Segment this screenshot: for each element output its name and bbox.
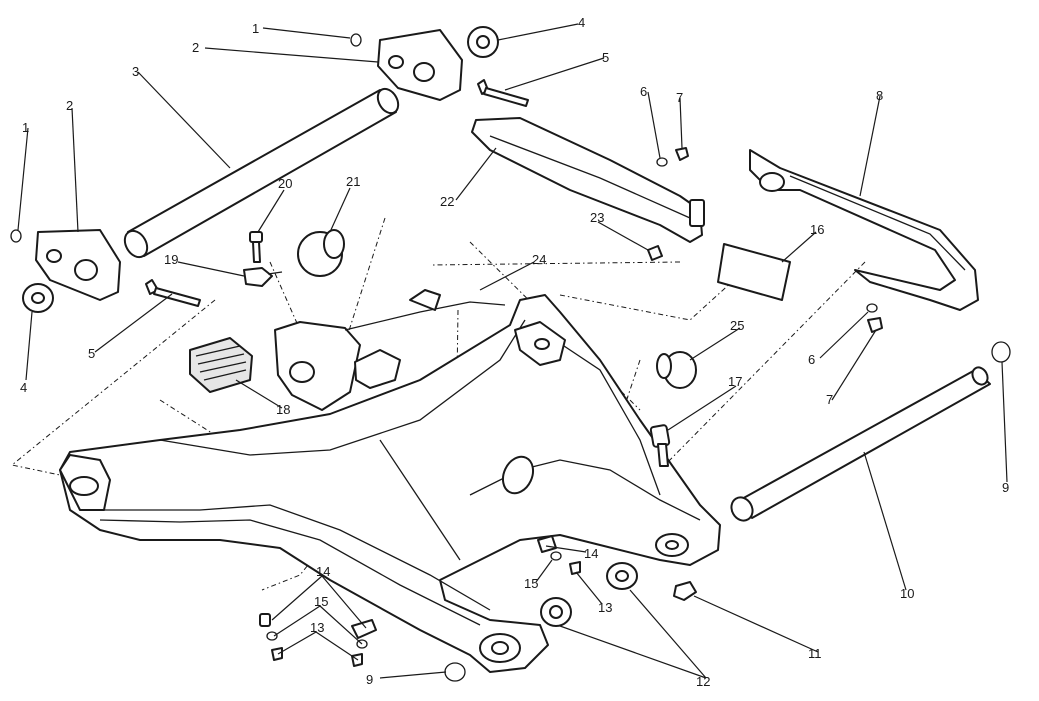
callout-24: 24: [532, 252, 546, 267]
callout-11: 11: [808, 646, 822, 661]
cap-21: [297, 229, 345, 277]
callout-15: 15: [524, 576, 538, 591]
label-plate: [717, 243, 791, 301]
wheel-axle: [730, 366, 991, 522]
spacer-lower: [540, 597, 572, 627]
callout-13: 13: [310, 620, 324, 635]
chain-adjuster-upper: [377, 29, 463, 101]
callout-7: 7: [826, 392, 833, 407]
adjuster-screw-lower: [145, 279, 201, 307]
callout-15: 15: [314, 594, 328, 609]
cap-25: [656, 351, 697, 389]
washer-top: [656, 157, 668, 167]
callout-20: 20: [278, 176, 292, 191]
snap-ring-bottom: [444, 662, 466, 682]
washer-right: [866, 303, 878, 313]
chain-adjuster-lower: [35, 229, 121, 301]
callout-16: 16: [810, 222, 824, 237]
callout-13: 13: [598, 600, 612, 615]
callout-7: 7: [676, 90, 683, 105]
callout-9: 9: [1002, 480, 1009, 495]
callout-1: 1: [22, 120, 29, 135]
callout-9: 9: [366, 672, 373, 687]
callout-25: 25: [730, 318, 744, 333]
spindle-tube: [123, 87, 400, 259]
callout-4: 4: [578, 15, 585, 30]
callout-5: 5: [602, 50, 609, 65]
callout-10: 10: [900, 586, 914, 601]
nut-lower: [22, 283, 54, 313]
circlip-lower: [10, 229, 22, 243]
callout-5: 5: [88, 346, 95, 361]
spacer-upper: [606, 562, 638, 590]
callout-2: 2: [66, 98, 73, 113]
callout-22: 22: [440, 194, 454, 209]
washer-15-right: [550, 551, 562, 561]
callout-6: 6: [808, 352, 815, 367]
screw-top: [675, 147, 689, 161]
screw-13-right: [569, 561, 581, 575]
nut-upper: [467, 26, 499, 58]
screw-23: [647, 245, 663, 261]
callout-17: 17: [728, 374, 742, 389]
screw-13-left: [271, 647, 283, 661]
callout-14: 14: [316, 564, 330, 579]
callout-18: 18: [276, 402, 290, 417]
swingarm-body: [59, 289, 721, 673]
callout-14: 14: [584, 546, 598, 561]
fitting-19: [243, 267, 283, 287]
callout-3: 3: [132, 64, 139, 79]
callout-1: 1: [252, 21, 259, 36]
snap-ring-right: [991, 341, 1011, 363]
leader-lines: [17, 23, 1008, 679]
callout-21: 21: [346, 174, 360, 189]
bolt-17: [649, 424, 671, 467]
callout-12: 12: [696, 674, 710, 689]
callouts: 1 2 3 4 5 1 2 4 5 6 7 22 23 8 16 6 7 9 1…: [20, 15, 1009, 689]
callout-19: 19: [164, 252, 178, 267]
nut-11: [673, 581, 697, 601]
callout-23: 23: [590, 210, 604, 225]
chain-slider-guard: [749, 149, 979, 311]
callout-4: 4: [20, 380, 27, 395]
clip-14-left: [259, 613, 271, 627]
chain-guard: [471, 117, 705, 243]
grille-18: [189, 337, 253, 393]
callout-8: 8: [876, 88, 883, 103]
washer-15-center: [356, 639, 368, 649]
bolt-20: [249, 231, 263, 263]
circlip-upper: [350, 33, 362, 47]
adjuster-screw-upper: [477, 79, 529, 107]
clip-14-right: [537, 535, 557, 553]
clip-14-center: [351, 619, 377, 639]
callout-6: 6: [640, 84, 647, 99]
screw-right: [867, 317, 883, 333]
washer-15-left: [266, 631, 278, 641]
callout-2: 2: [192, 40, 199, 55]
